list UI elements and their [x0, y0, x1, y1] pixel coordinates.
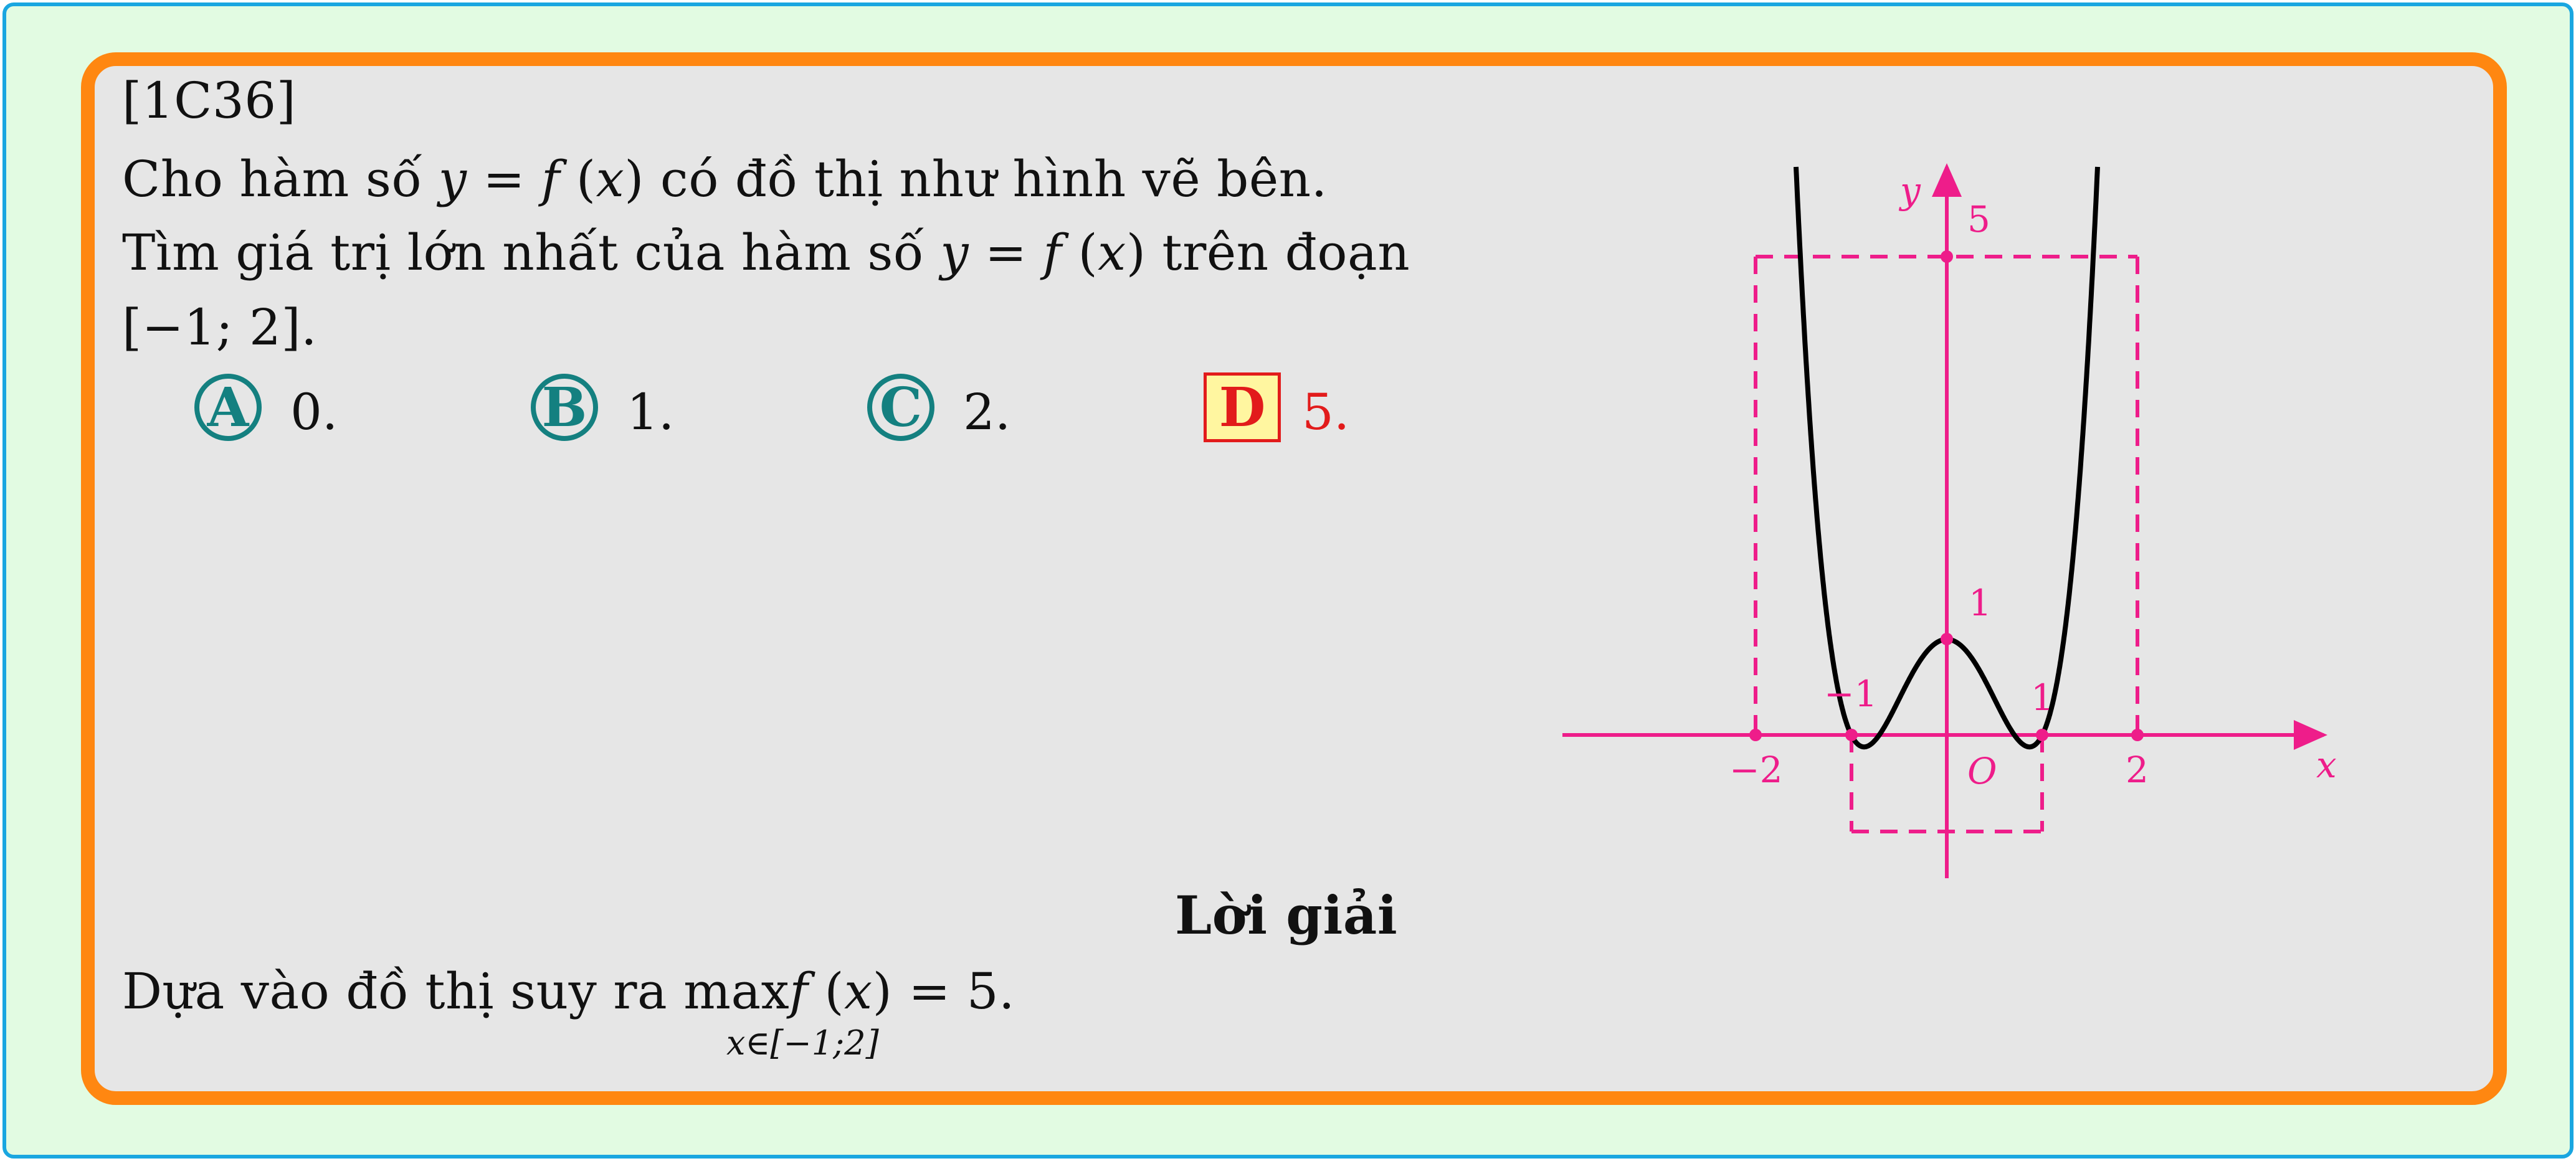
point-y-1	[1941, 633, 1953, 645]
problem-line-3: [−1; 2].	[122, 298, 318, 356]
tick-label-y-5: 5	[1967, 198, 1990, 240]
option-d-text: 5.	[1302, 383, 1350, 441]
option-a-badge[interactable]: A	[194, 374, 262, 441]
tick-label-x-1: 1	[2031, 676, 2054, 719]
point-x-neg1	[1845, 729, 1858, 741]
problem-id: [1C36]	[122, 72, 297, 130]
option-c-badge[interactable]: C	[867, 374, 934, 441]
tick-label-y-1: 1	[1969, 582, 1992, 624]
graph-points	[1749, 250, 2144, 741]
axis-y-label: y	[1898, 169, 1921, 212]
option-b-text: 1.	[627, 383, 675, 441]
axis-x-label: x	[2316, 744, 2337, 786]
problem-line-2: Tìm giá trị lớn nhất của hàm số y = f (x…	[122, 224, 1410, 282]
solution-line: Dựa vào đồ thị suy ra maxf (x) = 5.	[122, 962, 1015, 1020]
point-x-2	[2131, 729, 2144, 741]
point-x-1	[2036, 729, 2048, 741]
option-a-text: 0.	[290, 383, 338, 441]
point-x-neg2	[1749, 729, 1762, 741]
option-d-badge-correct[interactable]: D	[1204, 372, 1281, 442]
tick-label-x-neg1: −1	[1824, 673, 1878, 715]
problem-line-1: Cho hàm số y = f (x) có đồ thị như hình …	[122, 150, 1328, 208]
solution-title: Lời giải	[1175, 884, 1398, 946]
tick-label-x-neg2: −2	[1729, 749, 1783, 791]
point-y-5	[1941, 250, 1953, 263]
option-c-text: 2.	[963, 383, 1011, 441]
tick-label-x-2: 2	[2126, 749, 2149, 791]
option-b-badge[interactable]: B	[531, 374, 598, 441]
origin-label: O	[1967, 750, 1997, 792]
max-operator: max	[683, 962, 790, 1020]
problem-card	[81, 52, 2507, 1105]
max-subscript: x∈[−1;2]	[726, 1023, 879, 1063]
